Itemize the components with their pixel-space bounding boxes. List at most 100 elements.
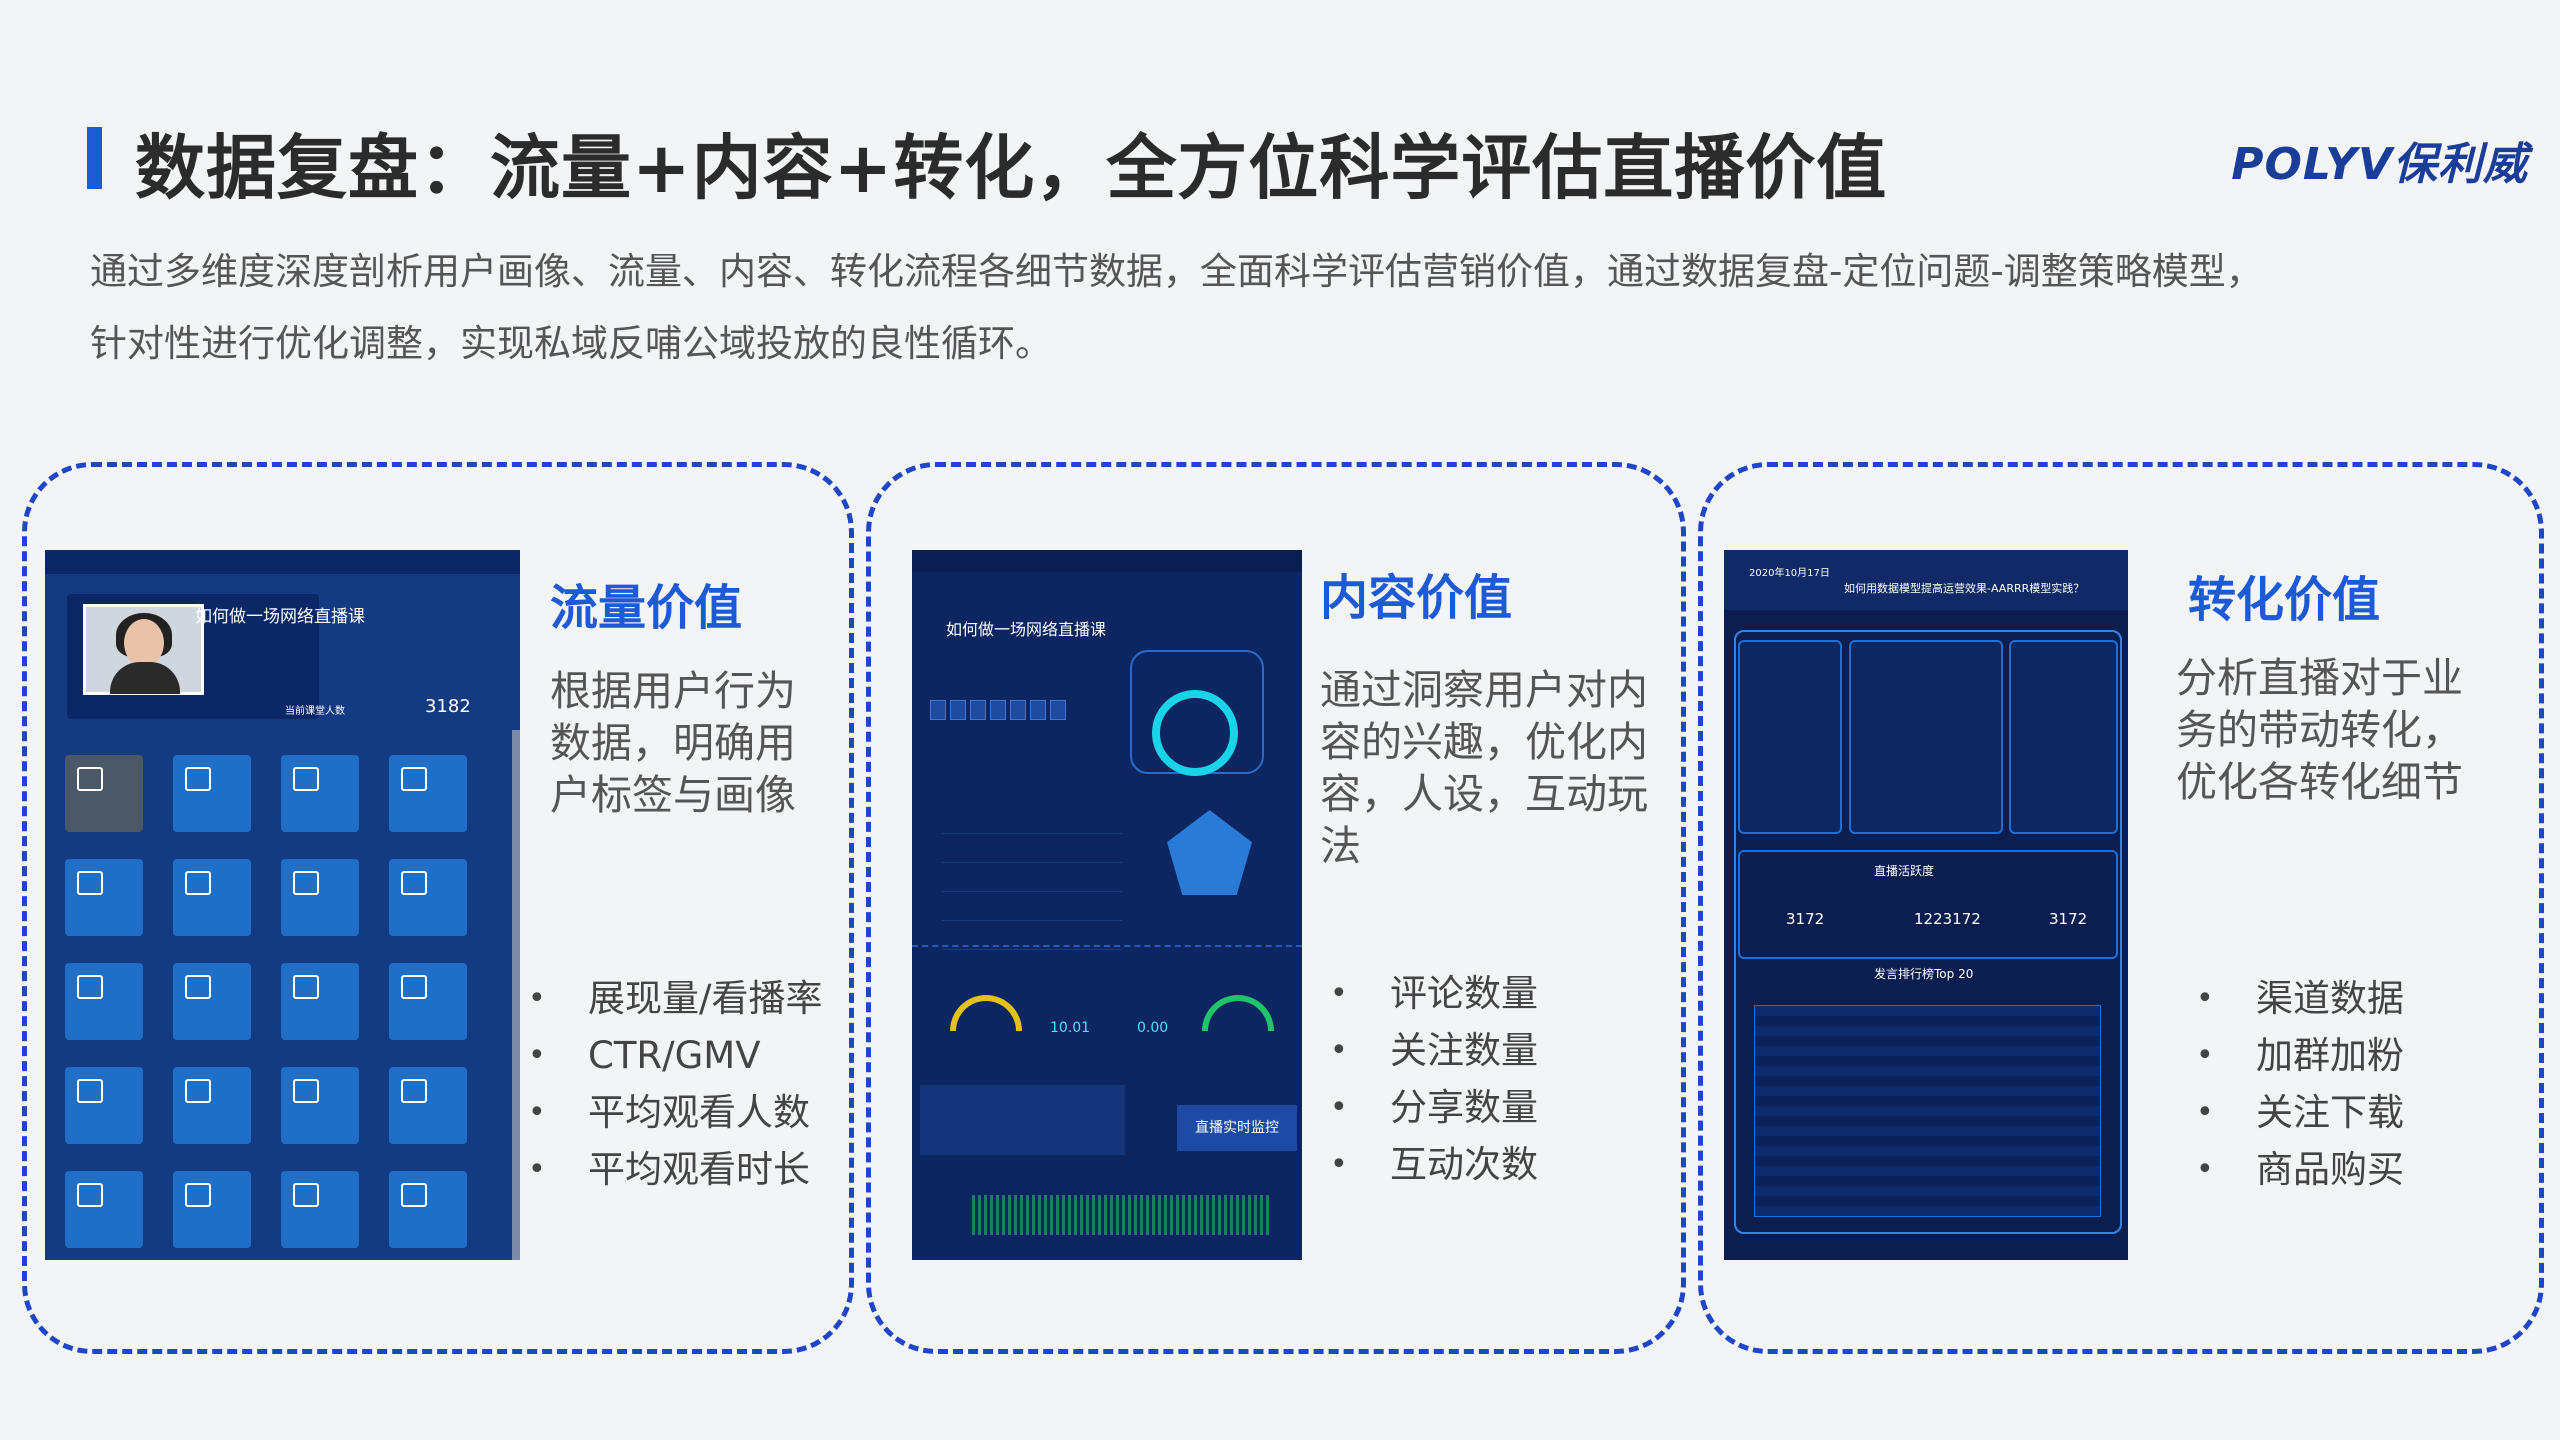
message-count: 1223172: [1914, 910, 1981, 928]
divider: [912, 945, 1302, 947]
student-tile[interactable]: [389, 1171, 467, 1248]
digit-cell: [930, 700, 946, 720]
table-row: [942, 863, 1122, 892]
ranking-table: [1754, 1005, 2101, 1217]
digit-cell: [1030, 700, 1046, 720]
ranking-title: 发言排行榜Top 20: [1874, 967, 1974, 981]
student-tile[interactable]: [281, 1171, 359, 1248]
list-item: 展现量/看播率: [528, 970, 822, 1027]
activity-panel: [1738, 850, 2118, 959]
digit-cell: [970, 700, 986, 720]
card-heading: 流量价值: [550, 580, 743, 636]
card-description: 通过洞察用户对内容的兴趣，优化内容，人设，互动玩法: [1320, 666, 1648, 870]
student-tile[interactable]: [281, 859, 359, 936]
student-tile[interactable]: [281, 755, 359, 832]
table-row: [942, 834, 1122, 863]
metric-list: 评论数量 关注数量 分享数量 互动次数: [1330, 965, 1538, 1193]
list-item: 关注下载: [2196, 1084, 2404, 1141]
student-tile[interactable]: [389, 1067, 467, 1144]
student-tile[interactable]: [281, 1067, 359, 1144]
title-accent-bar: [87, 127, 102, 189]
latency-value: 10.01: [1050, 1020, 1091, 1036]
viewer-count: 3182: [425, 696, 471, 717]
app-topbar: [45, 550, 520, 574]
conversion-screenshot: 2020年10月17日 如何用数据模型提高运营效果-AARRR模型实践？ 直播活…: [1724, 550, 2128, 1260]
dashboard-title: 如何用数据模型提高运营效果-AARRR模型实践？: [1844, 582, 2085, 595]
right-panel: [2009, 640, 2118, 834]
card-heading: 内容价值: [1320, 570, 1513, 626]
table-row: [942, 892, 1122, 921]
metric-list: 渠道数据 加群加粉 关注下载 商品购买: [2196, 970, 2404, 1198]
student-tile[interactable]: [173, 963, 251, 1040]
ring-gauge: [1152, 690, 1238, 776]
activity-title: 直播活跃度: [1874, 864, 1935, 878]
packet-loss-value: 0.00: [1137, 1020, 1169, 1036]
online-count: 3172: [1786, 910, 1825, 928]
list-item: 商品购买: [2196, 1141, 2404, 1198]
resource-bars: [972, 1195, 1272, 1235]
center-panel: [1849, 640, 2003, 834]
course-title: 如何做一场网络直播课: [946, 620, 1107, 639]
list-item: 平均观看时长: [528, 1141, 822, 1198]
digit-cell: [990, 700, 1006, 720]
download-gauge: [1202, 995, 1274, 1031]
traffic-screenshot: 如何做一场网络直播课 当前课堂人数 3182: [45, 550, 520, 1260]
alert-panel: [920, 1085, 1125, 1155]
table-row: [942, 921, 1122, 950]
student-tile[interactable]: [173, 1171, 251, 1248]
conversion-value-card: [1698, 462, 2544, 1354]
digit-cell: [950, 700, 966, 720]
dashboard-header: [1724, 550, 2128, 610]
student-tile[interactable]: [65, 1067, 143, 1144]
page-subtitle: 通过多维度深度剖析用户画像、流量、内容、转化流程各细节数据，全面科学评估营销价值…: [90, 236, 2510, 380]
digit-cell: [1050, 700, 1066, 720]
presenter-body: [110, 662, 180, 694]
radar-chart: [1167, 810, 1252, 895]
content-screenshot: 如何做一场网络直播课 10.01 0.00 直播实时监控: [912, 550, 1302, 1260]
student-tile[interactable]: [173, 1067, 251, 1144]
student-tile[interactable]: [65, 755, 143, 832]
student-tile[interactable]: [65, 1171, 143, 1248]
course-title: 如何做一场网络直播课: [195, 607, 365, 627]
student-grid: [65, 755, 505, 1248]
student-tile[interactable]: [281, 963, 359, 1040]
student-tile[interactable]: [389, 859, 467, 936]
list-item: 分享数量: [1330, 1079, 1538, 1136]
list-item: 平均观看人数: [528, 1084, 822, 1141]
dashboard-date: 2020年10月17日: [1749, 568, 1830, 579]
student-tile[interactable]: [173, 859, 251, 936]
student-tile[interactable]: [389, 963, 467, 1040]
speaker-count: 3172: [2049, 910, 2088, 928]
list-item: CTR/GMV: [528, 1027, 822, 1084]
dashboard-frame: [1734, 630, 2122, 1234]
list-item: 加群加粉: [2196, 1027, 2404, 1084]
app-topbar: [912, 550, 1302, 572]
content-value-card: [866, 462, 1686, 1354]
student-tile[interactable]: [65, 859, 143, 936]
table-row: [942, 805, 1122, 834]
presenter-face: [124, 619, 164, 667]
digit-counter: [930, 700, 1066, 720]
stats-table: [942, 805, 1122, 950]
list-item: 关注数量: [1330, 1022, 1538, 1079]
upload-gauge: [950, 995, 1022, 1031]
traffic-value-card: [22, 462, 854, 1354]
student-tile[interactable]: [389, 755, 467, 832]
card-description: 分析直播对于业务的带动转化，优化各转化细节: [2176, 654, 2463, 806]
metric-list: 展现量/看播率 CTR/GMV 平均观看人数 平均观看时长: [528, 970, 822, 1198]
presenter-video: [83, 604, 204, 695]
live-monitor-button[interactable]: 直播实时监控: [1177, 1105, 1297, 1151]
student-tile[interactable]: [173, 755, 251, 832]
student-tile[interactable]: [65, 963, 143, 1040]
brand-logo: POLYV保利威: [2231, 139, 2528, 190]
subtitle-line: 针对性进行优化调整，实现私域反哺公域投放的良性循环。: [90, 322, 1052, 365]
subtitle-line: 通过多维度深度剖析用户画像、流量、内容、转化流程各细节数据，全面科学评估营销价值…: [90, 250, 2263, 293]
page-title: 数据复盘：流量+内容+转化，全方位科学评估直播价值: [135, 127, 1888, 209]
live-info-panel: [67, 594, 319, 719]
list-item: 评论数量: [1330, 965, 1538, 1022]
card-description: 根据用户行为数据，明确用户标签与画像: [550, 667, 796, 819]
list-item: 互动次数: [1330, 1136, 1538, 1193]
digit-cell: [1010, 700, 1026, 720]
list-item: 渠道数据: [2196, 970, 2404, 1027]
scrollbar[interactable]: [512, 730, 520, 1260]
